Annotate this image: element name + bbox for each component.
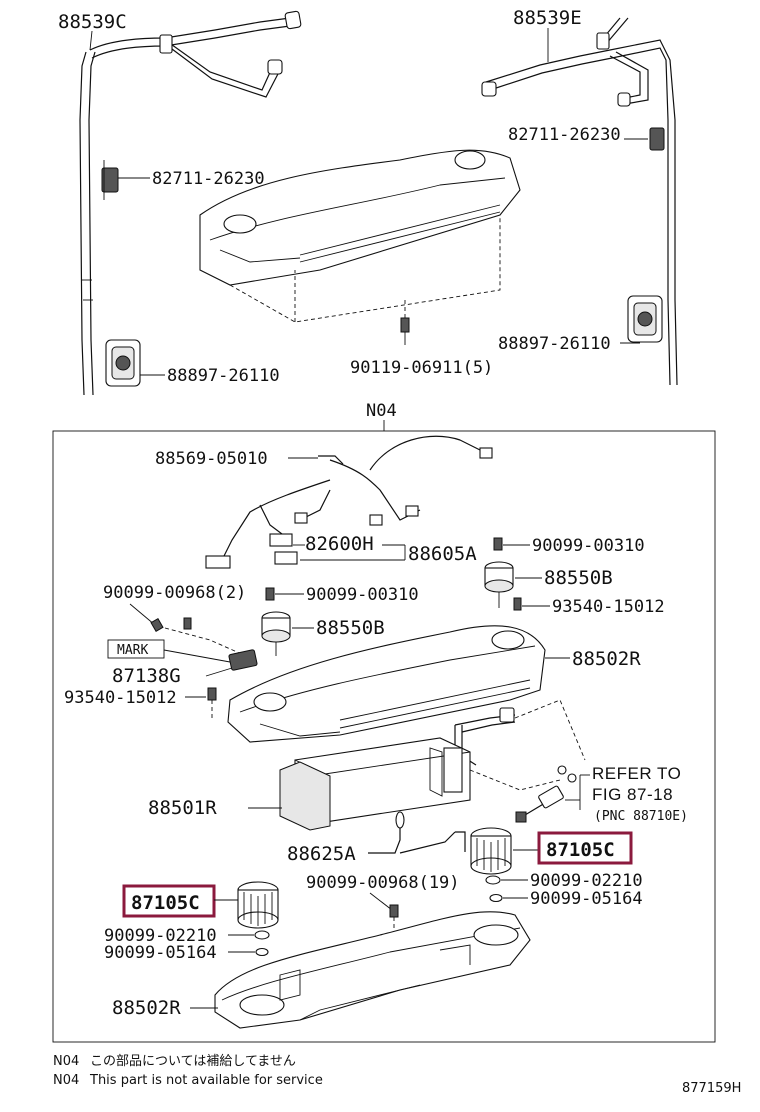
refer-line3: (PNC 88710E) bbox=[594, 809, 688, 824]
blower-right[interactable] bbox=[470, 827, 512, 875]
upper-case[interactable] bbox=[227, 625, 546, 743]
note-2-text: This part is not available for service bbox=[89, 1073, 323, 1088]
label-mark: MARK bbox=[117, 643, 148, 658]
tube[interactable] bbox=[368, 811, 466, 854]
hose-right[interactable] bbox=[481, 17, 678, 386]
label-case-upper: 88502R bbox=[572, 648, 641, 670]
washer-left-1[interactable] bbox=[254, 930, 270, 940]
label-bolt: 90119-06911(5) bbox=[350, 358, 493, 378]
screw-left[interactable] bbox=[150, 617, 164, 633]
label-88539C: 88539C bbox=[58, 11, 127, 33]
label-box-n04: N04 bbox=[366, 401, 397, 421]
label-sensor: 87138G bbox=[112, 665, 181, 687]
washer-right-2[interactable] bbox=[489, 893, 503, 903]
label-washer-l1: 90099-02210 bbox=[104, 926, 217, 946]
label-grommet-right: 88897-26110 bbox=[498, 334, 611, 354]
clamp-left[interactable] bbox=[101, 160, 119, 200]
washer-left-2[interactable] bbox=[255, 947, 269, 957]
note-2-code: N04 bbox=[53, 1073, 79, 1088]
screw-right-2[interactable] bbox=[513, 597, 522, 611]
label-clamp-left: 82711-26230 bbox=[152, 169, 265, 189]
actuator-right[interactable] bbox=[484, 561, 514, 608]
label-tube: 88625A bbox=[287, 843, 356, 865]
screw-right-1[interactable] bbox=[493, 537, 503, 551]
wire-harness[interactable] bbox=[205, 435, 493, 569]
screw-mid[interactable] bbox=[389, 904, 399, 918]
label-washer-r1: 90099-02210 bbox=[530, 871, 643, 891]
label-screw-m: 90099-00310 bbox=[306, 585, 419, 605]
refer-line1: REFER TO bbox=[592, 764, 681, 783]
sensor[interactable] bbox=[228, 649, 258, 671]
label-harness: 88569-05010 bbox=[155, 449, 268, 469]
label-clamp-right: 82711-26230 bbox=[508, 125, 621, 145]
label-core: 88501R bbox=[148, 797, 217, 819]
actuator-middle[interactable] bbox=[261, 611, 291, 656]
label-blower-l[interactable]: 87105C bbox=[131, 892, 200, 914]
refer-line2: FIG 87-18 bbox=[592, 785, 673, 804]
pipe-assembly[interactable] bbox=[454, 699, 586, 823]
mark-box bbox=[107, 639, 165, 659]
core[interactable] bbox=[279, 737, 471, 831]
clamp-right[interactable] bbox=[649, 127, 665, 151]
note-1-text: この部品については補給してません bbox=[90, 1054, 296, 1069]
label-washer-r2: 90099-05164 bbox=[530, 889, 643, 909]
hose-left[interactable] bbox=[79, 10, 302, 396]
screw-left-3[interactable] bbox=[207, 687, 217, 701]
label-washer-l2: 90099-05164 bbox=[104, 943, 217, 963]
highlight-blower-right bbox=[537, 831, 633, 865]
grommet-left[interactable] bbox=[105, 339, 141, 387]
label-grommet-left: 88897-26110 bbox=[167, 366, 280, 386]
screw-left-2[interactable] bbox=[183, 617, 192, 630]
lower-case[interactable] bbox=[214, 911, 531, 1029]
label-actuator-r: 88550B bbox=[544, 567, 613, 589]
label-screw-r2: 93540-15012 bbox=[552, 597, 665, 617]
label-screw-r1: 90099-00310 bbox=[532, 536, 645, 556]
washer-right-1[interactable] bbox=[485, 875, 501, 885]
highlight-blower-left bbox=[122, 884, 216, 918]
label-82600H: 82600H bbox=[305, 533, 374, 555]
label-screw-l: 90099-00968(2) bbox=[103, 583, 246, 603]
label-screw-mid: 90099-00968(19) bbox=[306, 873, 460, 893]
figure-id: 877159H bbox=[682, 1081, 741, 1096]
n04-box bbox=[52, 430, 716, 1043]
label-88539E: 88539E bbox=[513, 7, 582, 29]
upper-unit-top[interactable] bbox=[199, 149, 521, 323]
label-88605A: 88605A bbox=[408, 543, 477, 565]
label-blower-r[interactable]: 87105C bbox=[546, 839, 615, 861]
label-screw-l2: 93540-15012 bbox=[64, 688, 177, 708]
blower-left[interactable] bbox=[237, 881, 279, 929]
screw-middle[interactable] bbox=[265, 587, 275, 601]
label-actuator-m: 88550B bbox=[316, 617, 385, 639]
bolt-top[interactable] bbox=[400, 300, 410, 345]
note-1-code: N04 bbox=[53, 1054, 79, 1069]
label-case-lower: 88502R bbox=[112, 997, 181, 1019]
grommet-right[interactable] bbox=[627, 295, 663, 343]
